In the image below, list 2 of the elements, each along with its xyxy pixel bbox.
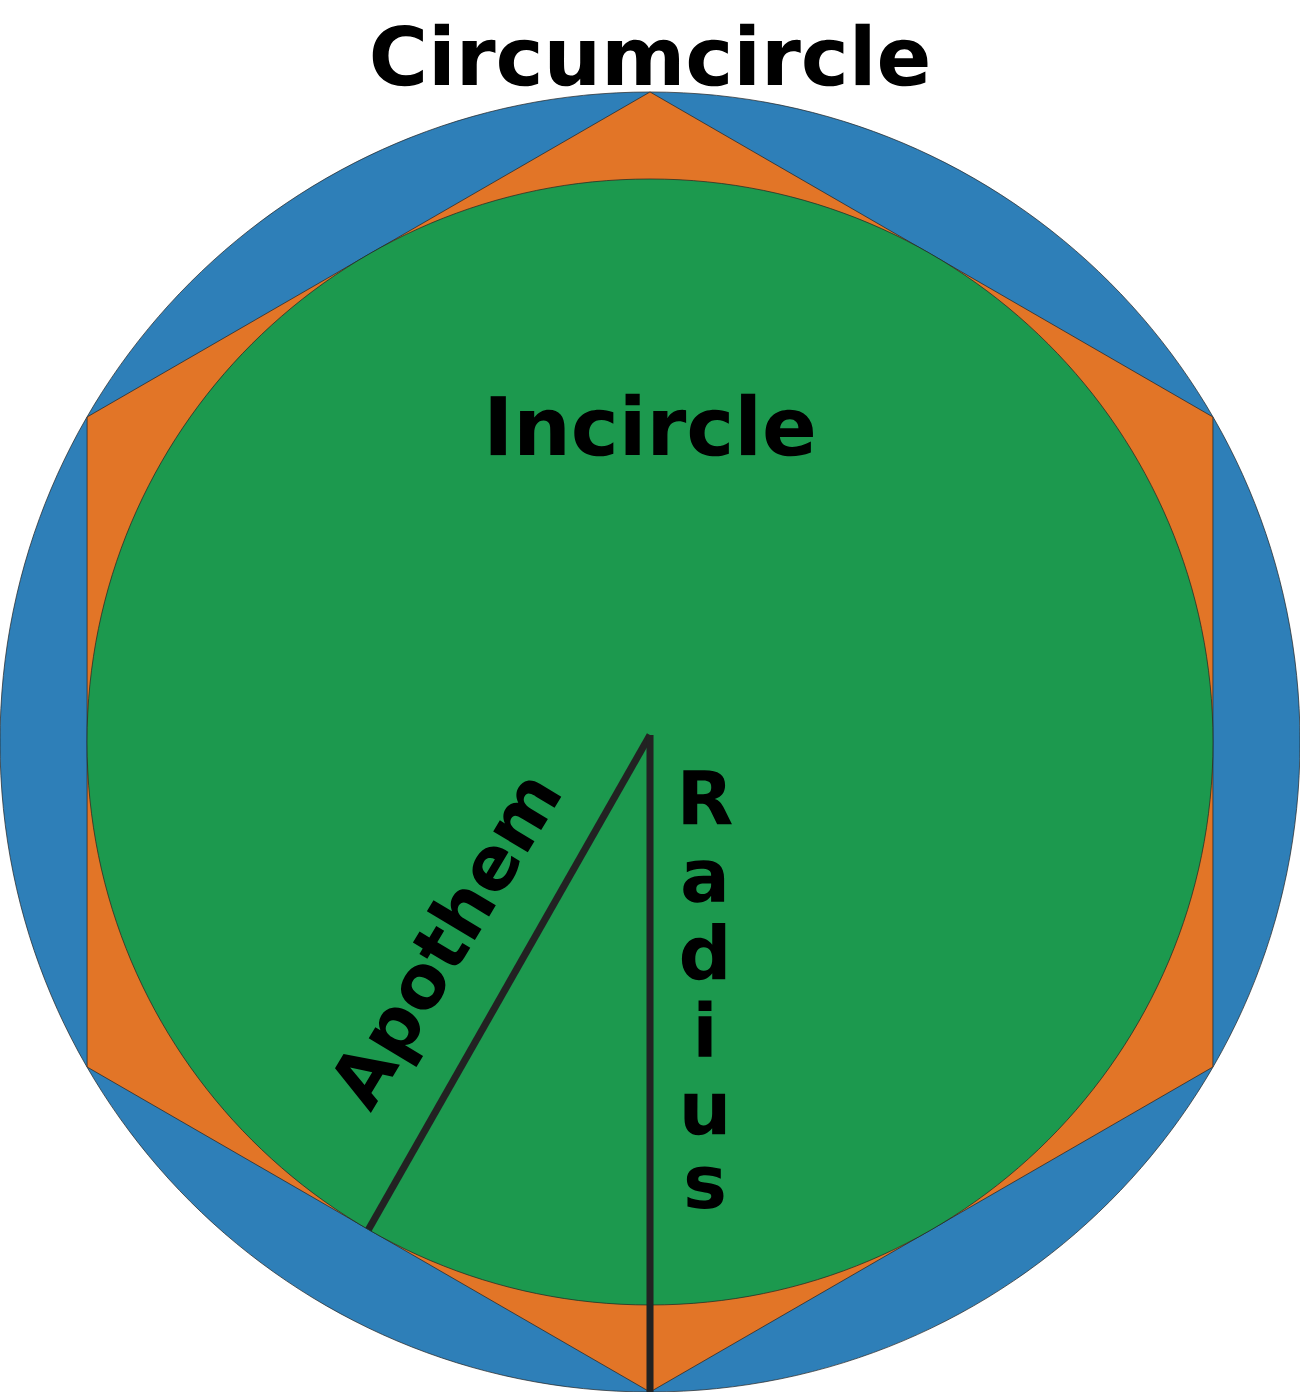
line-label: Radius: [681, 770, 732, 1209]
node-label: Circumcircle: [372, 23, 928, 87]
